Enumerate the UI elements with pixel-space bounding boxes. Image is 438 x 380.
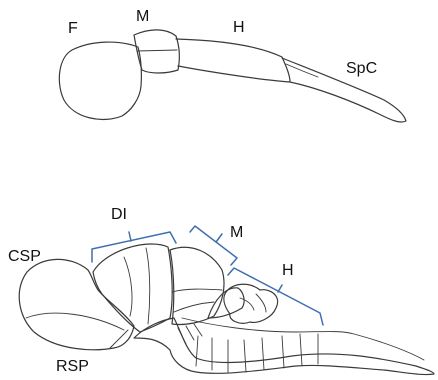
diencephalon-prosomere — [170, 247, 224, 324]
prosomere-boundary — [172, 289, 222, 292]
midbrain-vesicle — [134, 30, 179, 73]
rsp-ridge — [110, 330, 128, 348]
spinal-cord — [282, 58, 406, 122]
bracket-di — [92, 232, 176, 262]
label-h-top: H — [233, 19, 245, 36]
label-di: DI — [111, 206, 127, 223]
diencephalon-arch — [93, 244, 172, 332]
prosomere-ridge — [174, 302, 214, 312]
label-spc: SpC — [346, 60, 377, 77]
cerebellum-fold-2 — [256, 294, 266, 312]
developed-brain — [19, 244, 434, 375]
cerebellum-lobes — [224, 284, 278, 323]
label-m-top: M — [136, 8, 149, 25]
alar-plate-line — [182, 318, 424, 360]
diencephalon-segment-2 — [124, 257, 132, 316]
bottom-labels: CSP DI M H RSP — [8, 206, 294, 375]
label-rsp: RSP — [56, 358, 89, 375]
forebrain-vesicle — [59, 42, 141, 119]
label-csp: CSP — [8, 248, 41, 265]
diencephalon-segment-1 — [146, 248, 150, 324]
label-m-bottom: M — [230, 224, 243, 241]
hindbrain-vesicle — [176, 39, 290, 82]
midbrain-ridge — [137, 50, 177, 51]
label-h-bottom: H — [282, 262, 294, 279]
telencephalon-hemisphere — [19, 259, 134, 349]
label-f: F — [68, 20, 78, 37]
rsp-boundary — [26, 313, 124, 330]
bracket-h — [228, 268, 323, 325]
